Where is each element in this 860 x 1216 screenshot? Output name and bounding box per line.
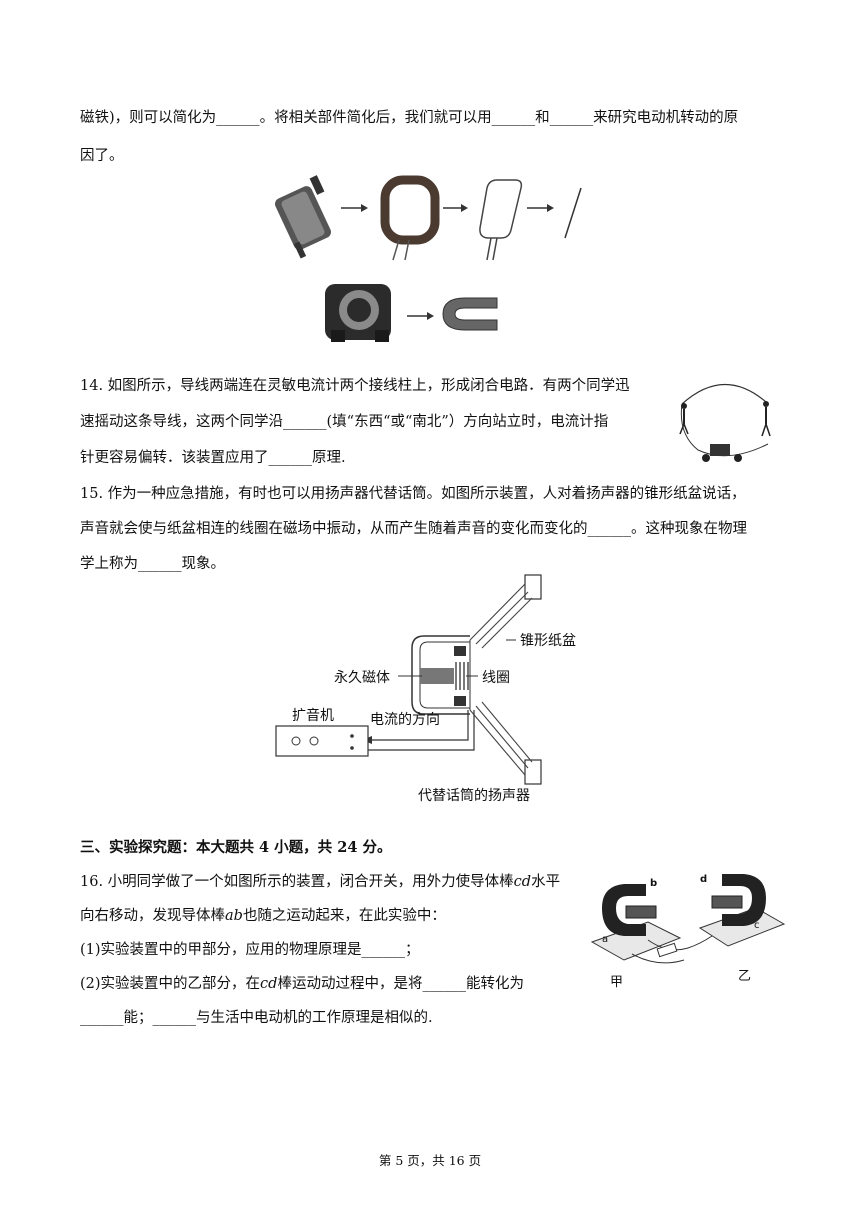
q14-line-3: 针更容易偏转．该装置应用了______原理.: [80, 450, 346, 466]
q15-line-3: 学上称为______现象。: [80, 556, 225, 572]
cone-bottom-rim: [524, 759, 542, 785]
q15-line-1: 15. 作为一种应急措施，有时也可以用扬声器代替话筒。如图所示装置，人对着扬声器…: [80, 486, 746, 502]
q16-line-1-tail: 水平: [531, 874, 561, 890]
q16-line-3: (1)实验装置中的甲部分，应用的物理原理是______；: [80, 942, 420, 958]
label-amplifier: 扩音机: [292, 707, 334, 724]
amplifier-box: [275, 725, 369, 757]
q16-line-5: ______能；______与生活中电动机的工作原理是相似的.: [80, 1010, 433, 1026]
q13-line-1: 磁铁)，则可以简化为______。将相关部件简化后，我们就可以用______和_…: [80, 110, 739, 126]
q13-line-2: 因了。: [80, 148, 124, 164]
galvanometer-icon: [702, 444, 742, 462]
q16-line-4-text: (2)实验装置中的乙部分，在: [80, 976, 261, 992]
student-right-icon: [761, 401, 771, 437]
label-magnet: 永久磁体: [334, 670, 390, 686]
label-c: c: [754, 920, 760, 931]
q15-line-2: 声音就会使与纸盆相连的线圈在磁场中振动，从而产生随着声音的变化而变化的_____…: [80, 521, 747, 537]
q16-line-4: (2)实验装置中的乙部分，在cd棒运动动过程中，是将______能转化为: [80, 974, 524, 994]
magnet-yi: [722, 874, 766, 926]
cone-top-rim: [524, 574, 542, 600]
u-magnet-image: [442, 297, 498, 331]
section-3-heading: 三、实验探究题：本大题共 4 小题，共 24 分。: [80, 839, 392, 856]
q16-line-4-tail: 棒运动动过程中，是将______能转化为: [277, 976, 524, 992]
label-d: d: [700, 874, 707, 885]
q16-var-ab: ab: [225, 908, 243, 924]
arrow-icon: [341, 204, 368, 212]
permanent-magnet-core: [420, 668, 454, 684]
label-a: a: [602, 934, 608, 945]
two-magnet-setup-figure: a b c d 甲 乙: [590, 874, 786, 990]
label-coil: 线圈: [482, 670, 510, 686]
cone-lines: [469, 583, 533, 776]
label-jia: 甲: [610, 975, 623, 990]
label-yi: 乙: [738, 969, 751, 984]
arrow-icon: [443, 204, 468, 212]
stator-magnet-image: [325, 284, 391, 342]
armature-image: [275, 175, 331, 259]
q14-line-2: 速摇动这条导线，这两个同学沿______(填“东西“或“南北”）方向站立时，电流…: [80, 414, 609, 430]
motor-simplification-figure: [275, 175, 582, 342]
q16-line-1: 16. 小明同学做了一个如图所示的装置，闭合开关，用外力使导体棒cd水平: [80, 872, 560, 892]
arrow-icon: [407, 312, 434, 320]
q16-line-2-text: 向右移动，发现导体棒: [80, 908, 225, 924]
magnet-jia: [602, 884, 646, 936]
label-speaker: 代替话筒的扬声器: [418, 787, 530, 804]
label-current-direction: 电流的方向: [370, 712, 440, 728]
q14-line-1: 14. 如图所示，导线两端连在灵敏电流计两个接线柱上，形成闭合电路．有两个同学迅: [80, 378, 630, 394]
q16-var-cd-2: cd: [260, 976, 278, 992]
single-loop-image: [479, 179, 523, 261]
q16-line-2: 向右移动，发现导体棒ab也随之运动起来，在此实验中：: [80, 906, 446, 926]
page-footer: 第 5 页，共 16 页: [378, 1153, 482, 1168]
q16-line-2-tail: 也随之运动起来，在此实验中：: [242, 908, 446, 924]
label-cone: 锥形纸盆: [520, 633, 576, 649]
switch-icon: [656, 942, 678, 958]
coil-image: [380, 175, 440, 261]
straight-wire-image: [564, 187, 582, 239]
wire-skipping-figure: [679, 383, 771, 462]
arrow-icon: [527, 204, 554, 212]
q16-var-cd: cd: [513, 874, 532, 890]
label-b: b: [650, 878, 657, 889]
speaker-microphone-figure: 锥形纸盆 永久磁体 线圈 扩音机 电流的方向 代替话筒的扬声器: [275, 574, 576, 804]
student-left-icon: [679, 403, 689, 435]
magnet-housing: [411, 635, 470, 715]
q16-line-1-text: 16. 小明同学做了一个如图所示的装置，闭合开关，用外力使导体棒: [80, 874, 514, 890]
